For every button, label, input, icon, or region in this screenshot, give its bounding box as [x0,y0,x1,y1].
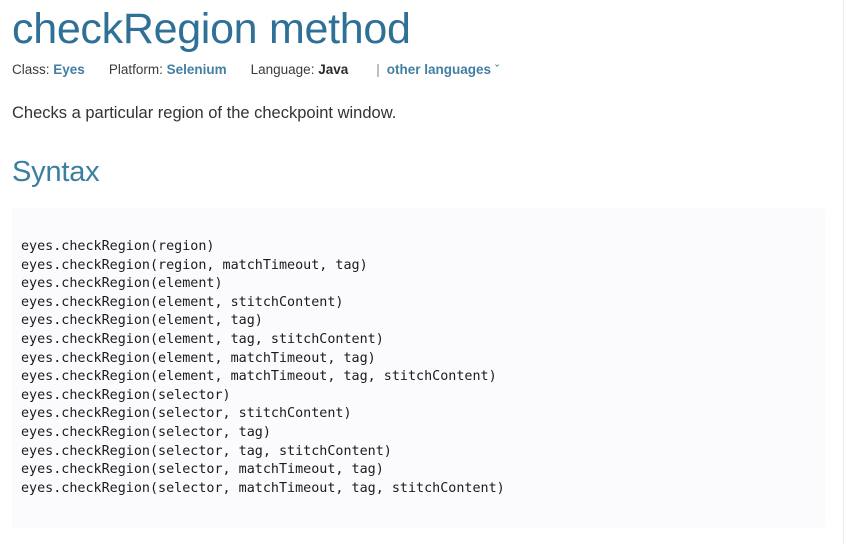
meta-language-label: Language: [250,62,315,77]
code-line: eyes.checkRegion(element, matchTimeout, … [21,350,376,366]
meta-language: Language: Java [251,62,349,77]
syntax-code-text: eyes.checkRegion(region) eyes.checkRegion… [21,238,815,498]
meta-separator: | [376,62,380,77]
code-line: eyes.checkRegion(element, tag) [21,313,263,329]
code-line: eyes.checkRegion(selector) [21,387,231,403]
syntax-code-block: eyes.checkRegion(region) eyes.checkRegion… [12,208,825,529]
page-title: checkRegion method [12,5,411,53]
code-line: eyes.checkRegion(selector, matchTimeout,… [21,480,505,496]
meta-class-label: Class: [12,62,50,77]
other-languages-label: other languages [386,62,492,77]
meta-language-value: Java [318,62,349,77]
page-divider [843,0,844,544]
meta-class-link[interactable]: Eyes [53,62,85,77]
meta-platform-label: Platform: [108,62,163,77]
page-description: Checks a particular region of the checkp… [12,104,397,122]
code-line: eyes.checkRegion(selector, stitchContent… [21,406,352,422]
code-line: eyes.checkRegion(selector, tag, stitchCo… [21,443,392,459]
code-line: eyes.checkRegion(element, tag, stitchCon… [21,331,384,347]
code-line: eyes.checkRegion(region) [21,239,215,254]
code-line: eyes.checkRegion(element, stitchContent) [21,294,344,310]
meta-platform-link[interactable]: Selenium [166,62,227,77]
meta-platform: Platform: Selenium [109,62,227,77]
code-line: eyes.checkRegion(element, matchTimeout, … [21,369,497,385]
code-line: eyes.checkRegion(element) [21,276,223,292]
metadata-bar: Class: Eyes Platform: Selenium Language: J… [12,60,831,81]
code-line: eyes.checkRegion(region, matchTimeout, t… [21,257,368,273]
meta-class: Class: Eyes [12,62,85,77]
section-title-syntax: Syntax [12,156,100,188]
chevron-down-icon: ˇ [495,64,499,76]
code-line: eyes.checkRegion(selector, tag) [21,424,271,440]
code-line: eyes.checkRegion(selector, matchTimeout,… [21,462,384,478]
